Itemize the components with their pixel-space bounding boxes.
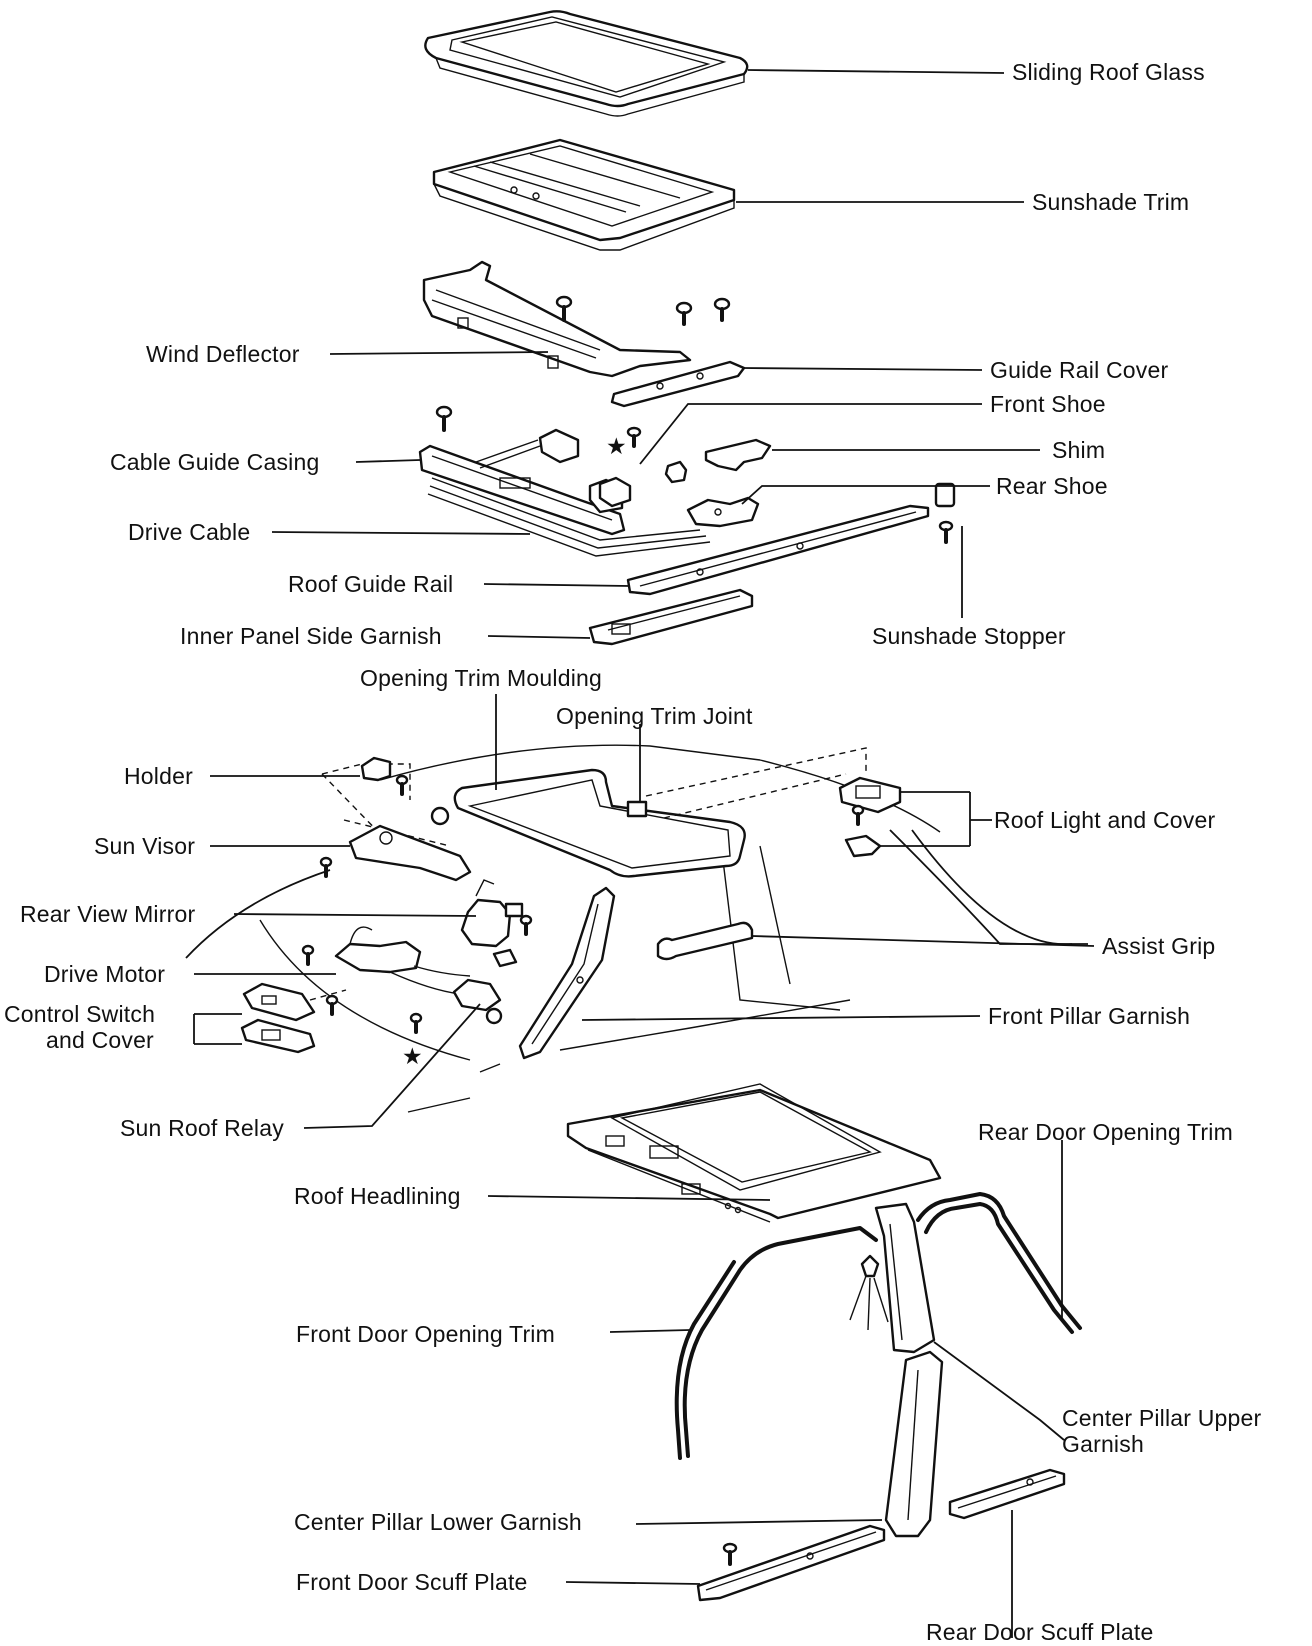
label-rear-shoe: Rear Shoe bbox=[996, 473, 1108, 499]
front-pillar-garnish-part bbox=[518, 886, 616, 1060]
label-center-pillar-upper-line1: Center Pillar Upper bbox=[1062, 1405, 1262, 1431]
front-shoe-part bbox=[598, 476, 632, 508]
label-sliding-roof-glass: Sliding Roof Glass bbox=[1012, 59, 1205, 85]
label-shim: Shim bbox=[1052, 437, 1105, 463]
label-roof-light-and-cover: Roof Light and Cover bbox=[994, 807, 1215, 833]
star-marker-lower: ★ bbox=[402, 1043, 423, 1069]
label-roof-guide-rail: Roof Guide Rail bbox=[288, 571, 453, 597]
rear-view-mirror-part bbox=[460, 879, 533, 968]
label-opening-trim-moulding: Opening Trim Moulding bbox=[360, 665, 602, 691]
label-sunshade-trim: Sunshade Trim bbox=[1032, 189, 1189, 215]
label-rear-view-mirror: Rear View Mirror bbox=[20, 901, 195, 927]
label-front-door-opening-trim: Front Door Opening Trim bbox=[296, 1321, 555, 1347]
drive-cable-part bbox=[427, 477, 711, 557]
sliding-roof-glass-part bbox=[424, 10, 749, 117]
sun-visor-part bbox=[319, 806, 472, 882]
shim-part bbox=[664, 438, 772, 484]
label-inner-panel-side-garnish: Inner Panel Side Garnish bbox=[180, 623, 442, 649]
drive-motor-part bbox=[301, 926, 471, 995]
label-control-switch-line2: and Cover bbox=[46, 1027, 154, 1053]
inner-panel-side-garnish-part bbox=[588, 588, 754, 646]
callout-labels: Sliding Roof Glass Sunshade Trim Wind De… bbox=[4, 59, 1262, 1645]
rear-door-opening-trim-part bbox=[916, 1192, 1082, 1334]
guide-rail-cover-part bbox=[610, 360, 746, 408]
cable-guide-casing-part bbox=[418, 428, 626, 536]
assist-grip-part bbox=[656, 921, 754, 961]
label-drive-motor: Drive Motor bbox=[44, 961, 165, 987]
label-front-pillar-garnish: Front Pillar Garnish bbox=[988, 1003, 1190, 1029]
center-pillar-lower-garnish-part bbox=[884, 1350, 944, 1538]
label-sun-visor: Sun Visor bbox=[94, 833, 195, 859]
label-guide-rail-cover: Guide Rail Cover bbox=[990, 357, 1168, 383]
leader-lines bbox=[185, 69, 1095, 1638]
star-marker-upper: ★ bbox=[606, 433, 627, 459]
roof-guide-rail-part bbox=[626, 504, 930, 596]
wind-deflector-part bbox=[422, 260, 692, 378]
label-assist-grip: Assist Grip bbox=[1102, 933, 1215, 959]
sunshade-trim-part bbox=[432, 138, 736, 251]
sunshade-stopper-part bbox=[934, 482, 956, 544]
label-front-door-scuff-plate: Front Door Scuff Plate bbox=[296, 1569, 528, 1595]
label-sun-roof-relay: Sun Roof Relay bbox=[120, 1115, 284, 1141]
label-rear-door-scuff-plate: Rear Door Scuff Plate bbox=[926, 1619, 1154, 1645]
center-pillar-upper-garnish-part bbox=[849, 1202, 936, 1354]
roof-light-and-cover-part bbox=[838, 776, 902, 858]
label-wind-deflector: Wind Deflector bbox=[146, 341, 300, 367]
label-front-shoe: Front Shoe bbox=[990, 391, 1106, 417]
label-opening-trim-joint: Opening Trim Joint bbox=[556, 703, 753, 729]
control-switch-part bbox=[240, 982, 339, 1054]
label-sunshade-stopper: Sunshade Stopper bbox=[872, 623, 1066, 649]
sun-roof-relay-part bbox=[409, 978, 503, 1034]
roof-headlining-part bbox=[566, 1083, 942, 1223]
rear-door-scuff-plate-part bbox=[948, 1468, 1066, 1520]
opening-trim-moulding-part bbox=[453, 768, 746, 878]
holder-part bbox=[360, 756, 409, 796]
front-door-scuff-plate-part bbox=[696, 1524, 886, 1602]
label-control-switch-line1: Control Switch bbox=[4, 1001, 155, 1027]
rear-shoe-part bbox=[686, 496, 760, 528]
label-center-pillar-lower-garnish: Center Pillar Lower Garnish bbox=[294, 1509, 582, 1535]
label-roof-headlining: Roof Headlining bbox=[294, 1183, 461, 1209]
label-holder: Holder bbox=[124, 763, 193, 789]
label-cable-guide-casing: Cable Guide Casing bbox=[110, 449, 319, 475]
roof-outline bbox=[259, 744, 941, 1113]
label-rear-door-opening-trim: Rear Door Opening Trim bbox=[978, 1119, 1233, 1145]
label-center-pillar-upper-line2: Garnish bbox=[1062, 1431, 1144, 1457]
front-door-opening-trim-part bbox=[674, 1226, 878, 1460]
star-markers: ★ ★ bbox=[402, 433, 627, 1069]
screws-top bbox=[435, 295, 731, 448]
label-drive-cable: Drive Cable bbox=[128, 519, 250, 545]
